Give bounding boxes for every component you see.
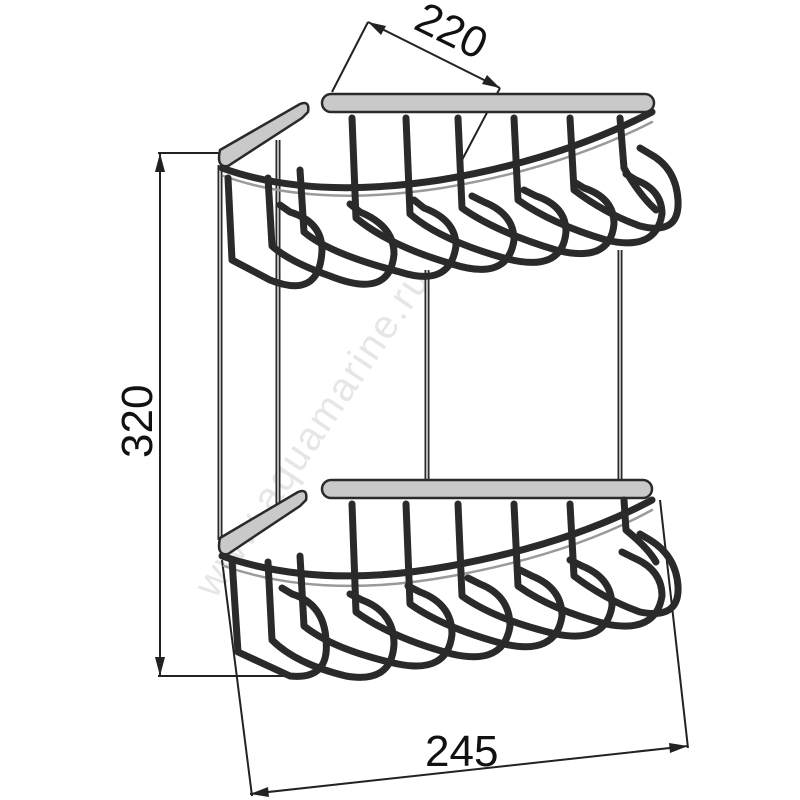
top-basket-loop bbox=[454, 114, 618, 258]
top-basket-back-rail bbox=[320, 92, 656, 114]
bottom-basket-front-rim bbox=[218, 496, 656, 580]
bottom-basket-side-rail bbox=[217, 489, 308, 556]
top-basket-loop bbox=[616, 114, 660, 214]
dimension-depth: 220 bbox=[331, 0, 501, 161]
dimension-depth-extension-left bbox=[331, 21, 369, 93]
bottom-basket-loop bbox=[454, 500, 616, 640]
dimension-width: 245 bbox=[221, 499, 689, 797]
top-basket-loops bbox=[224, 114, 682, 290]
dimension-width-extension-left bbox=[221, 559, 253, 797]
dimension-width-arrow-left bbox=[250, 787, 269, 797]
dimension-height-arrow-bottom bbox=[155, 657, 165, 676]
dimension-width-extension-right bbox=[659, 499, 689, 749]
bottom-basket-loop bbox=[402, 500, 566, 651]
bottom-basket-loop bbox=[348, 500, 514, 661]
top-basket-loop bbox=[348, 114, 518, 273]
top-basket-side-rail bbox=[217, 101, 310, 168]
top-basket-loop bbox=[264, 174, 398, 288]
dimension-depth-label: 220 bbox=[408, 0, 495, 69]
top-basket-loop bbox=[566, 114, 682, 232]
dimension-width-arrow-right bbox=[669, 743, 688, 753]
dimension-width-label: 245 bbox=[425, 727, 498, 776]
bottom-basket-back-rail bbox=[320, 478, 654, 500]
top-basket-front-rim-inner bbox=[222, 120, 654, 197]
dimension-depth-arrow-left bbox=[368, 22, 386, 35]
bottom-basket bbox=[217, 478, 682, 681]
bottom-basket-loop bbox=[620, 496, 660, 566]
bottom-basket-front-rim-inner bbox=[222, 508, 654, 588]
top-basket-front-rim bbox=[218, 108, 656, 192]
top-basket-loop bbox=[296, 166, 460, 280]
dimension-height: 320 bbox=[113, 152, 290, 677]
dimension-height-arrow-top bbox=[155, 153, 165, 172]
dimension-depth-line bbox=[367, 21, 501, 89]
bottom-basket-loop bbox=[566, 500, 682, 617]
top-basket-loop bbox=[402, 114, 570, 266]
dimension-depth-arrow-right bbox=[482, 75, 500, 88]
top-basket bbox=[217, 92, 682, 290]
bottom-basket-loop bbox=[510, 500, 666, 630]
dimension-height-label: 320 bbox=[113, 385, 162, 458]
top-basket-loop bbox=[510, 114, 666, 247]
dimension-width-line bbox=[249, 745, 689, 795]
bottom-basket-loops bbox=[228, 496, 682, 681]
bottom-basket-loop bbox=[296, 552, 456, 670]
bottom-basket-loop bbox=[264, 558, 398, 681]
